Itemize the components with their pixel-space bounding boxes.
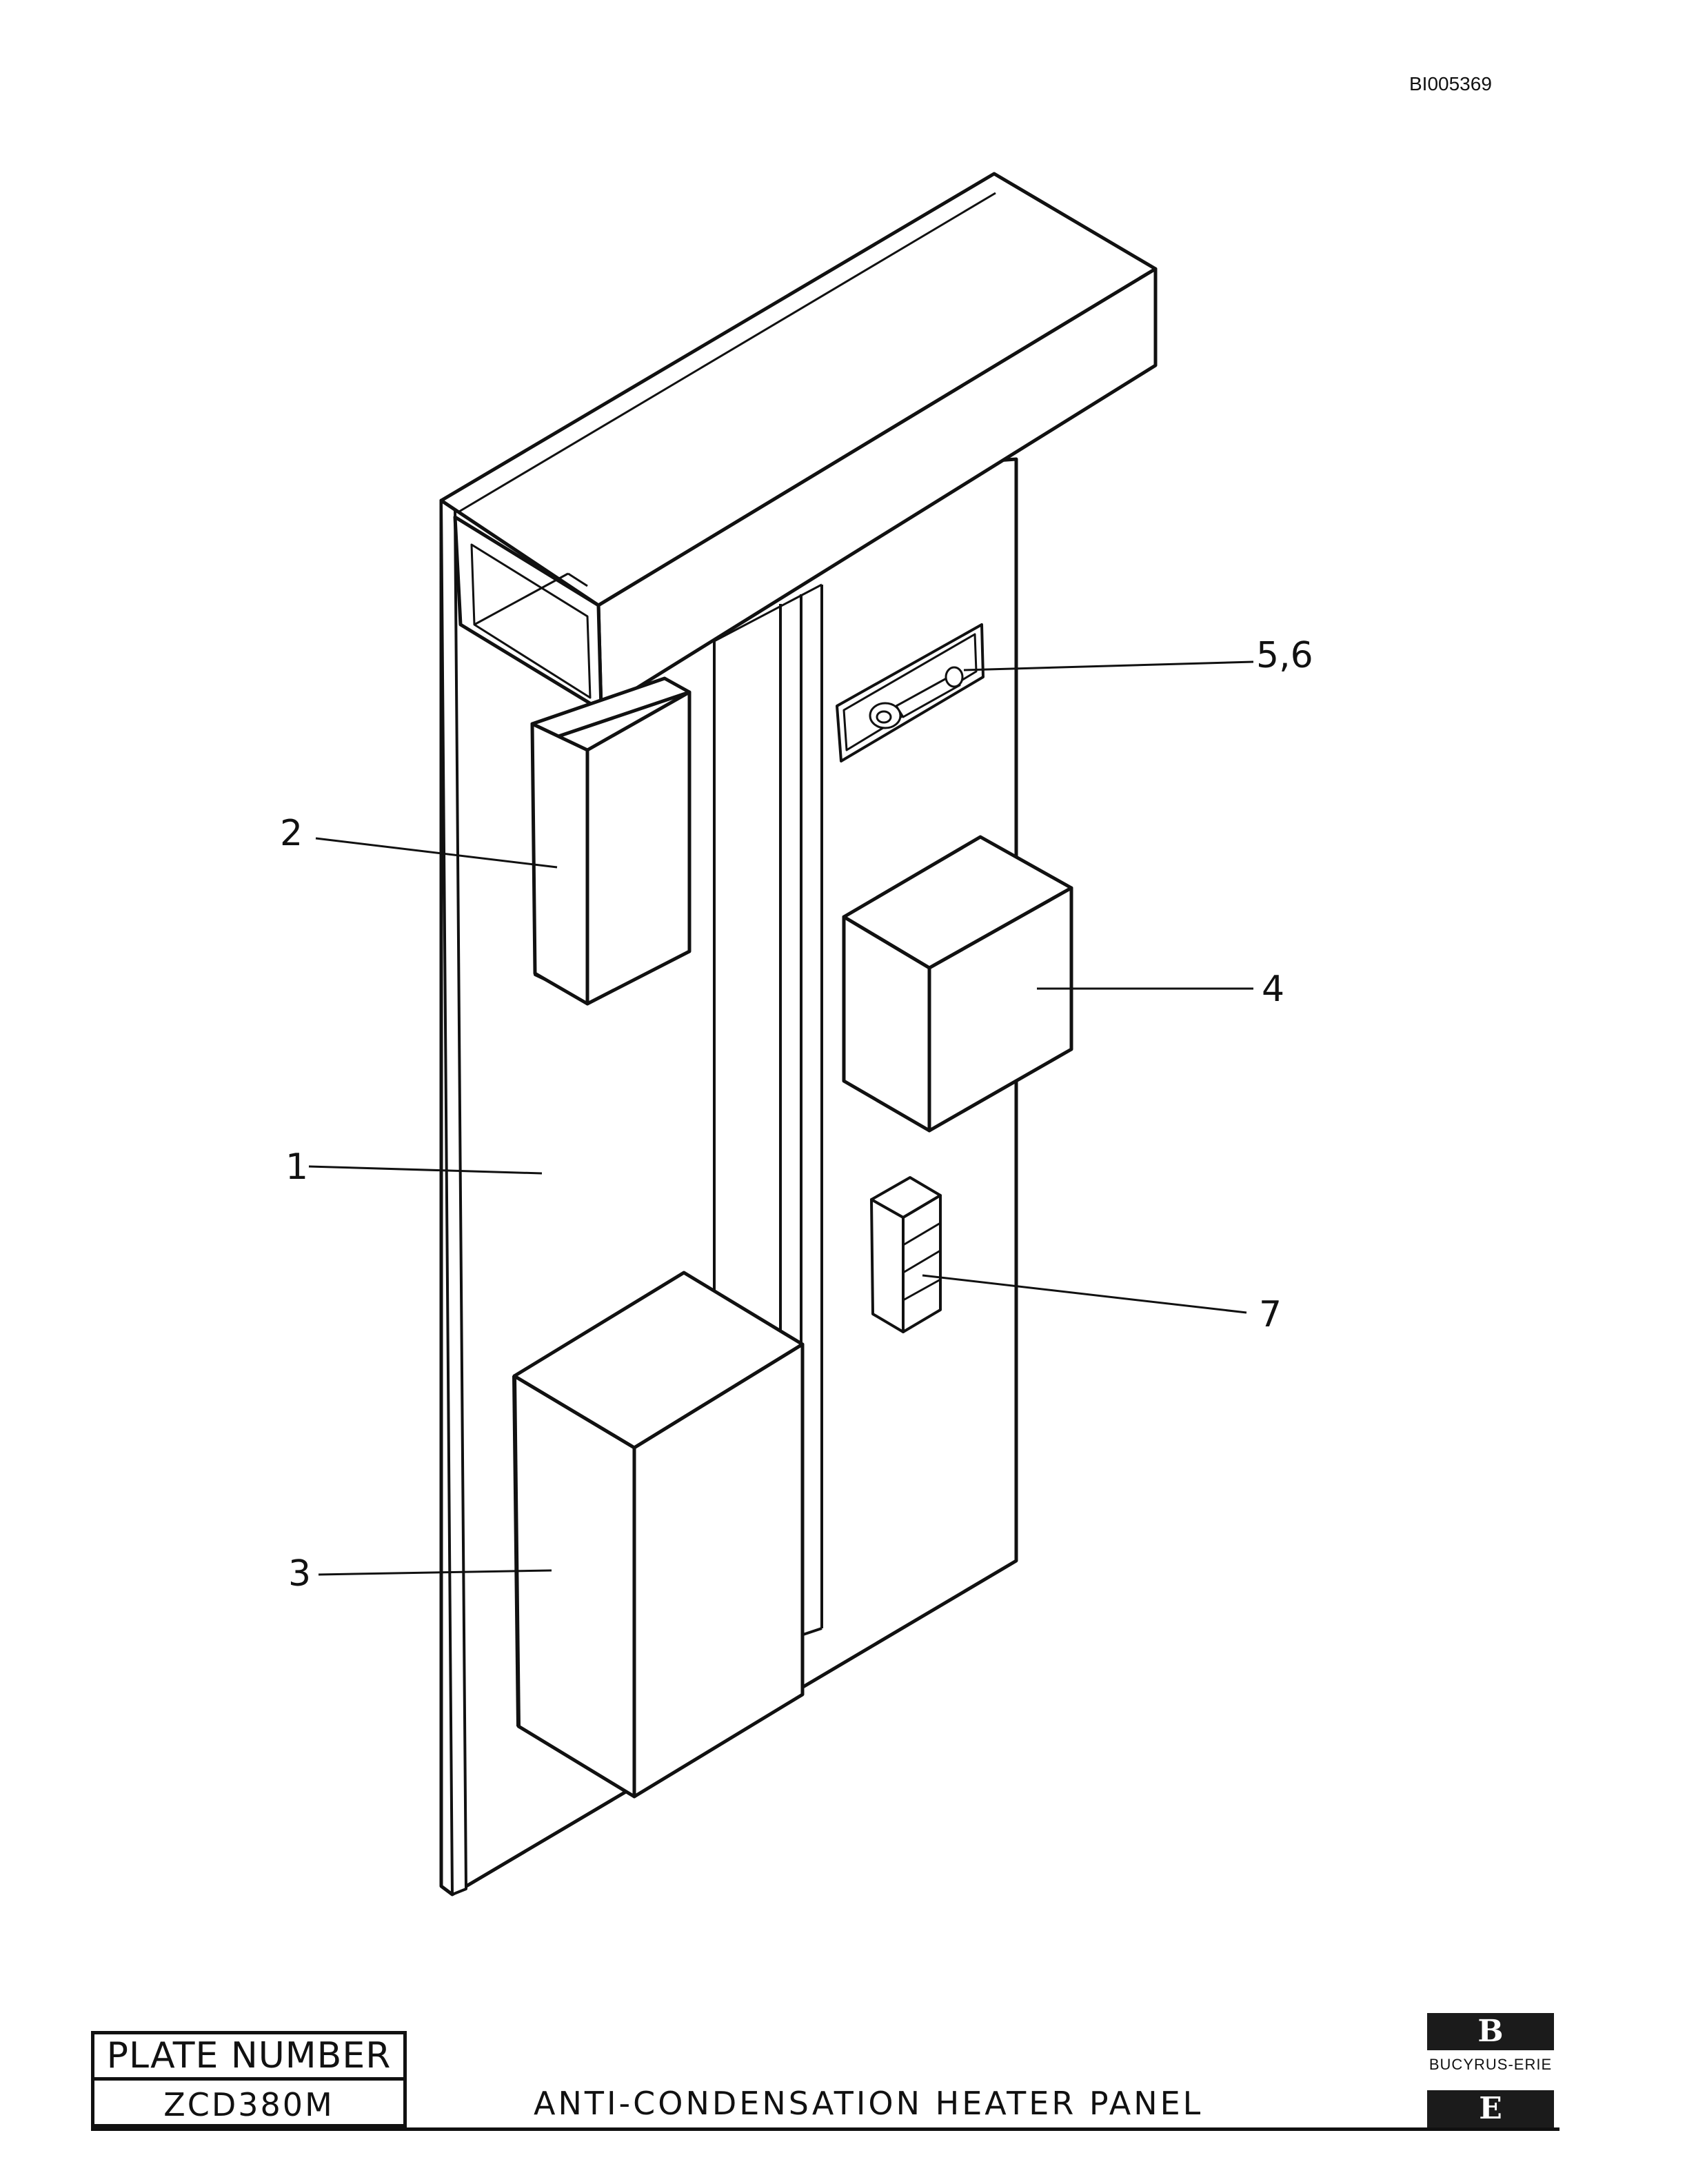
- part-upper-left-box: [530, 676, 691, 1006]
- callout-4: 4: [1262, 969, 1284, 1010]
- logo-letter-b: B: [1427, 2013, 1554, 2050]
- plate-number-value: ZCD380M: [163, 2086, 334, 2123]
- leader-lines: [308, 660, 1254, 1576]
- leader-2: [315, 837, 558, 869]
- callout-2: 2: [280, 813, 303, 854]
- leader-5-6: [963, 660, 1254, 671]
- plate-number-label: PLATE NUMBER: [94, 2034, 403, 2081]
- plate-number-box: PLATE NUMBER ZCD380M: [91, 2031, 407, 2127]
- leader-7: [922, 1274, 1247, 1314]
- document-id: BI005369: [1409, 73, 1492, 94]
- part-fuse-holder: [836, 623, 985, 762]
- logo-letter-e: E: [1427, 2090, 1554, 2127]
- callout-labels: 1 2 3 4 5,6 7: [280, 635, 1313, 1595]
- part-terminal-block: [870, 1176, 942, 1333]
- drawing-title: ANTI-CONDENSATION HEATER PANEL: [534, 2085, 1204, 2122]
- company-logo: B BUCYRUS-ERIE E: [1423, 2013, 1558, 2129]
- leader-3: [318, 1569, 552, 1576]
- top-duct: [439, 172, 1158, 712]
- title-rule: [91, 2127, 1559, 2131]
- callout-5-6: 5,6: [1256, 635, 1313, 676]
- callout-1: 1: [285, 1146, 308, 1188]
- part-large-lower-box: [512, 1271, 805, 1799]
- part-right-box: [842, 835, 1073, 1133]
- callout-3: 3: [288, 1553, 311, 1595]
- leader-1: [308, 1165, 543, 1175]
- logo-company-name: BUCYRUS-ERIE: [1429, 2056, 1553, 2073]
- callout-7: 7: [1259, 1294, 1282, 1335]
